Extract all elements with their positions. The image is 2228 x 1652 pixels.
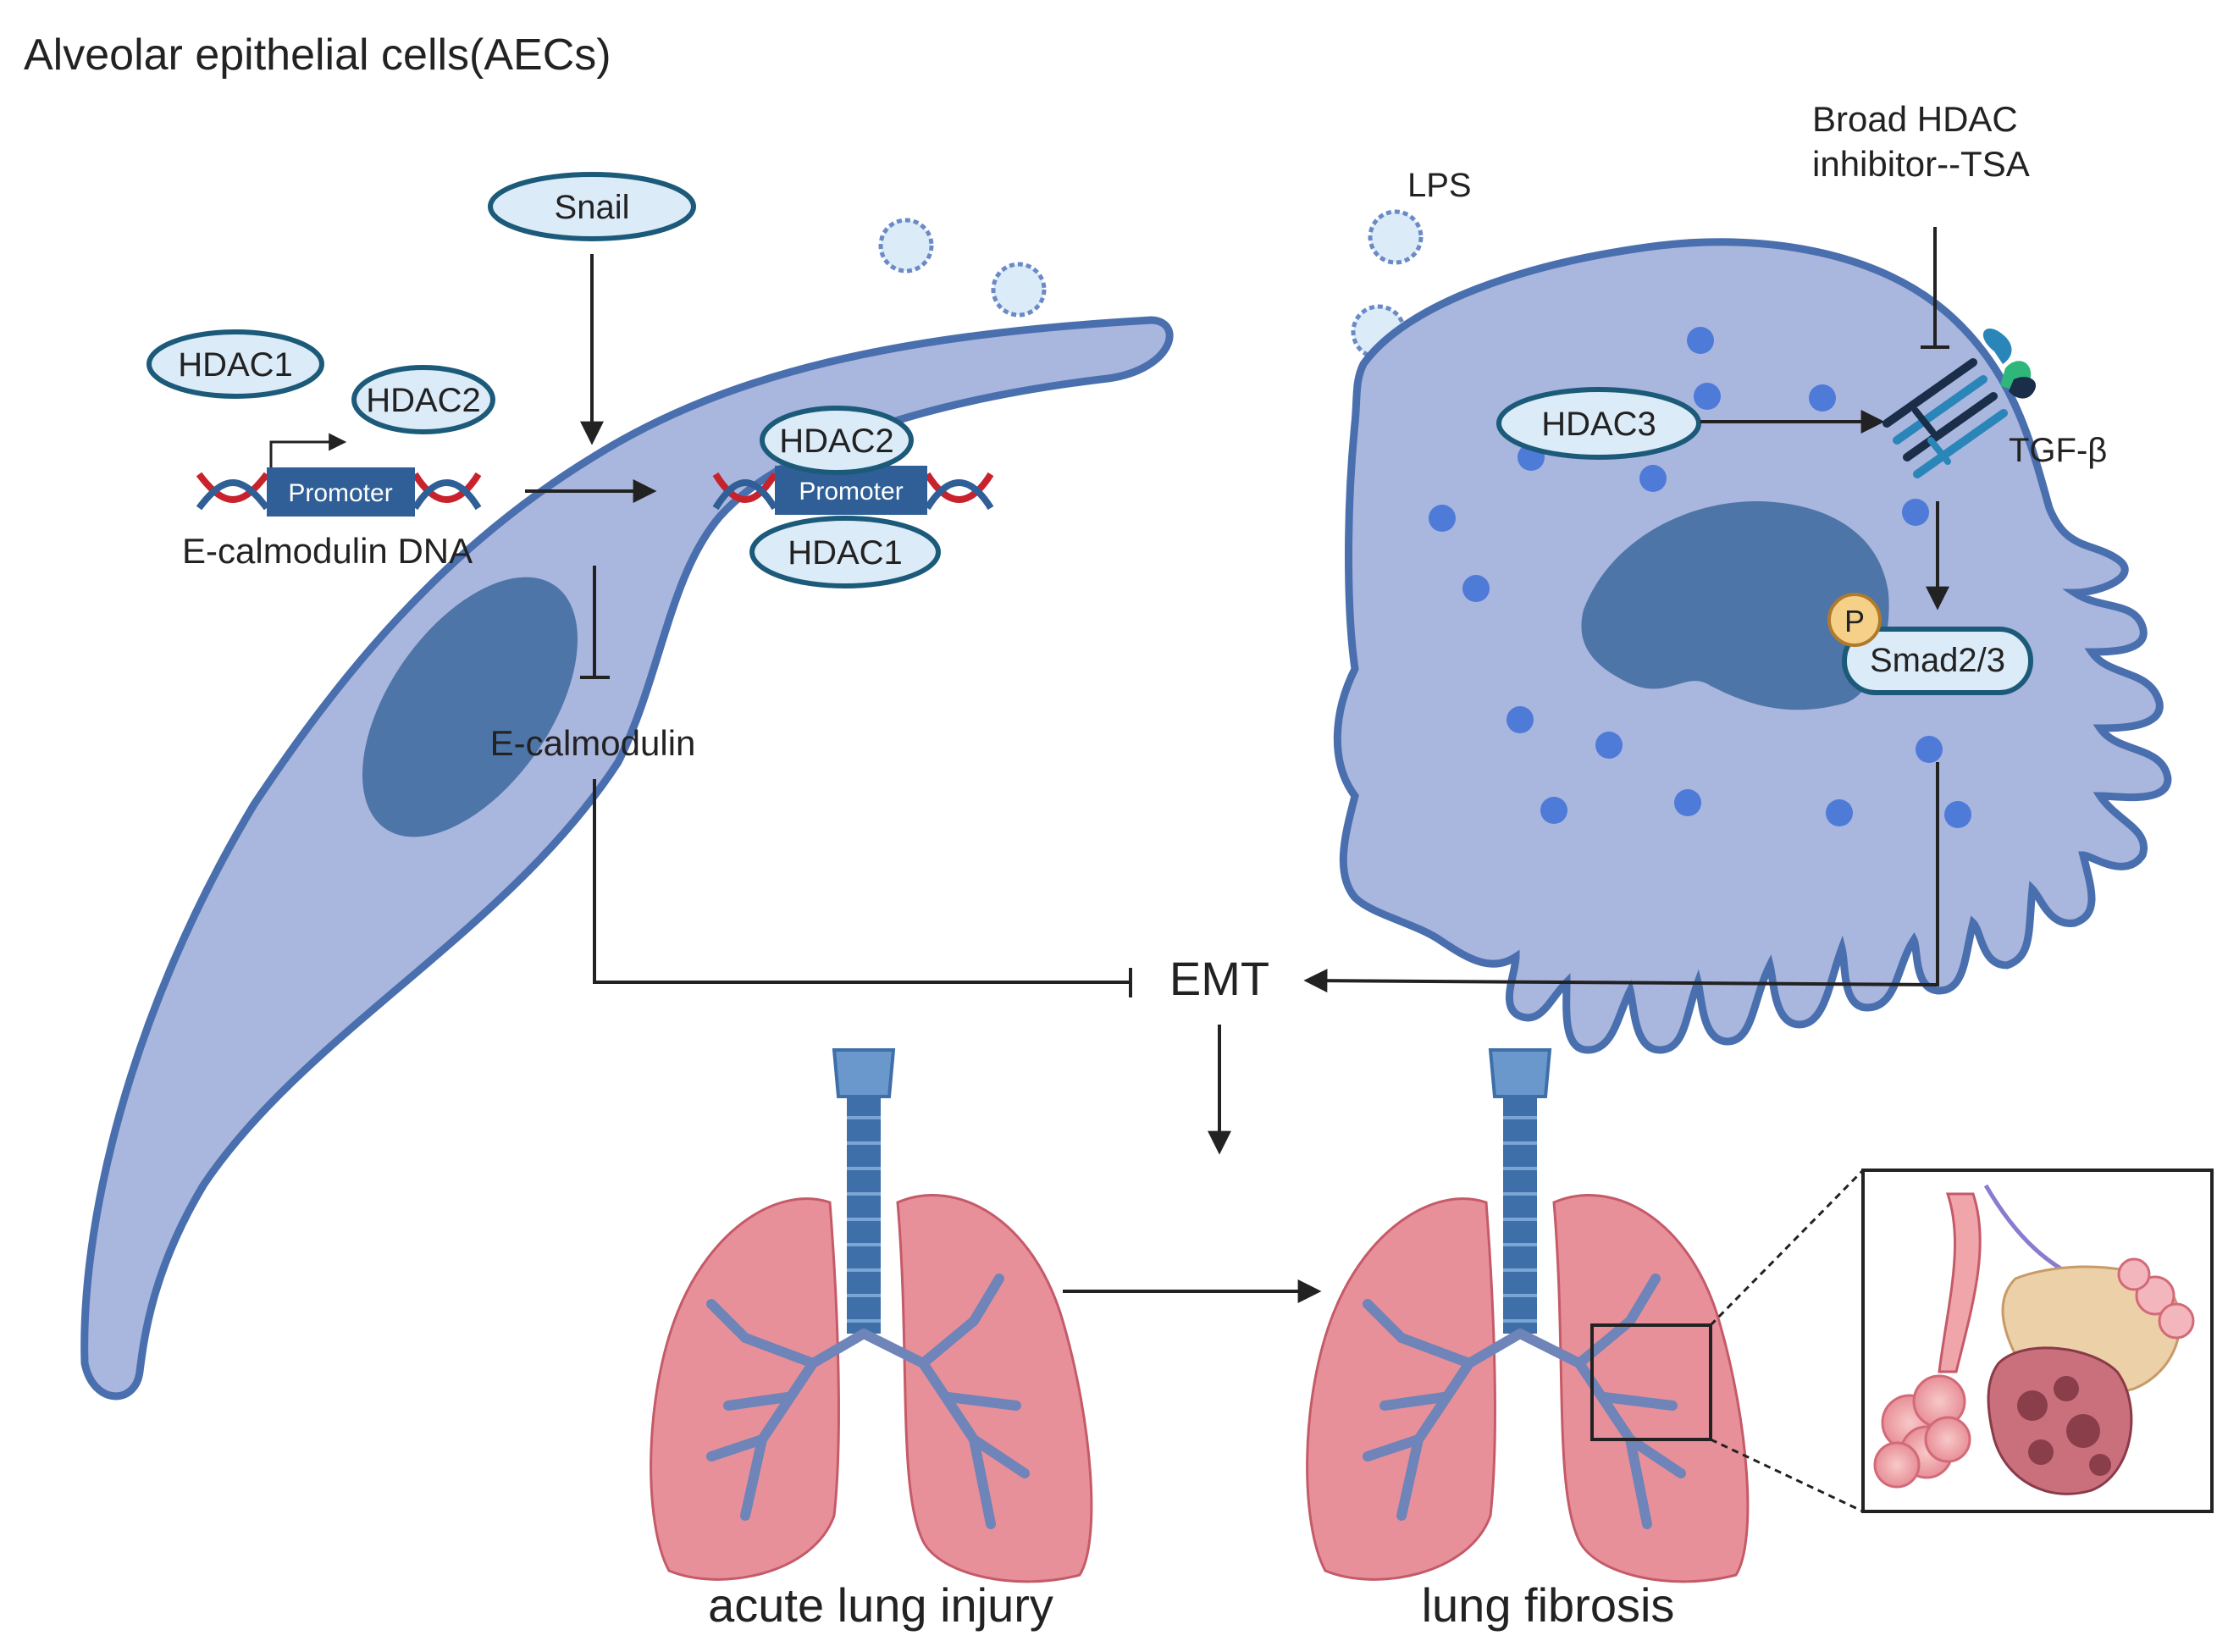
hdac3-label: HDAC3 [1541, 406, 1656, 443]
vesicle [1639, 465, 1667, 492]
bronchi-tree [1363, 1274, 1686, 1529]
trachea [1503, 1097, 1537, 1334]
vesicle [1809, 384, 1836, 412]
phosphate-icon [1827, 593, 1882, 647]
inhibitor-label-line2: inhibitor--TSA [1812, 144, 2030, 184]
alveolar-sac-small [1873, 1374, 1971, 1489]
right-lung [896, 1194, 1093, 1583]
dna-helix-free: Promoter [196, 433, 482, 517]
vesicle [1429, 505, 1456, 532]
hdac1-free: HDAC1 [147, 329, 324, 399]
promoter-bound-label: Promoter [799, 478, 903, 506]
vesicle [1462, 575, 1490, 602]
e-calmodulin-label: E-calmodulin [490, 723, 696, 763]
vesicle [1902, 499, 1929, 526]
vesicle [1826, 799, 1853, 826]
emt-label: EMT [1169, 952, 1269, 1005]
vesicle [1944, 801, 1971, 828]
hdac2-free-label: HDAC2 [366, 382, 481, 419]
vesicle [1916, 736, 1943, 763]
lung-fibrosis-label: lung fibrosis [1422, 1578, 1675, 1632]
vesicle [1674, 789, 1701, 816]
vesicle [1694, 383, 1721, 410]
snail-label: Snail [555, 189, 630, 226]
transcription-start-arrow-icon [269, 433, 347, 467]
hdac1-free-label: HDAC1 [178, 346, 293, 384]
lungs-fibrosis [1306, 1048, 1750, 1583]
hdac2-free: HDAC2 [351, 365, 495, 434]
inhibitor-label-line1: Broad HDAC [1812, 99, 2018, 139]
hdac2-bound-label: HDAC2 [779, 423, 894, 460]
promoter-box [267, 467, 415, 517]
lungs-acute-injury [650, 1048, 1093, 1583]
smad-complex: Smad2/3 P [1827, 593, 2033, 695]
zoom-line-bottom [1710, 1438, 1864, 1513]
smad-to-emt-line [1303, 762, 1939, 993]
promoter-label: Promoter [288, 479, 392, 507]
zoom-line-top [1709, 1169, 1865, 1327]
tgf-beta-receptor-icon [1882, 329, 2037, 478]
lps-particle [878, 218, 934, 273]
right-lung [1552, 1194, 1750, 1583]
snail-protein: Snail [488, 172, 696, 241]
right-cell-nucleus [1581, 500, 1889, 710]
dna-label: E-calmodulin DNA [182, 531, 473, 571]
vesicle [1687, 327, 1714, 354]
vesicle [1507, 706, 1534, 733]
hdac1-bound-label: HDAC1 [788, 534, 903, 572]
e-calmodulin-to-emt-line [593, 779, 1131, 984]
bronchiole [1938, 1192, 1982, 1373]
lps-particle [1368, 209, 1424, 265]
vesicle [1595, 732, 1623, 759]
phosphate-label: P [1844, 604, 1865, 638]
vesicle [1540, 797, 1567, 824]
smad-box [1842, 627, 2033, 695]
page-title: Alveolar epithelial cells(AECs) [24, 30, 611, 80]
hdac3: HDAC3 [1496, 387, 1701, 460]
acute-lung-injury-label: acute lung injury [708, 1578, 1053, 1632]
smad-label: Smad2/3 [1870, 642, 2005, 679]
trachea-larynx [1488, 1048, 1552, 1098]
bronchi-tree [706, 1274, 1030, 1529]
left-cell-nucleus [362, 577, 578, 837]
right-cell [1333, 238, 2172, 1054]
tgf-beta-label: TGF-β [2009, 432, 2107, 469]
left-lung [650, 1197, 840, 1581]
lps-particle [991, 262, 1047, 318]
trachea [847, 1097, 881, 1334]
lps-label: LPS [1407, 167, 1472, 204]
left-lung [1306, 1197, 1496, 1581]
trachea-larynx [832, 1048, 896, 1098]
vesicles [1429, 327, 1971, 828]
alveoli-inset [1861, 1169, 2214, 1513]
hdac1-bound: HDAC1 [749, 516, 941, 588]
hdac2-bound: HDAC2 [760, 406, 914, 475]
zoom-region-box [1590, 1323, 1712, 1441]
